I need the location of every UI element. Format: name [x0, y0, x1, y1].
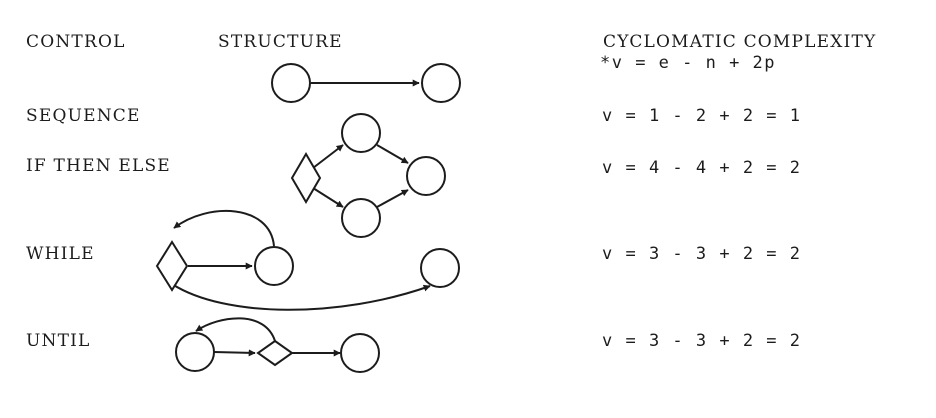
until-label: UNTIL — [26, 331, 91, 351]
sequence-graph — [271, 63, 461, 103]
if-then-else-graph — [290, 113, 446, 238]
if-edge-to-else — [312, 187, 344, 208]
then-edge-to-join — [376, 144, 409, 164]
until-decision-diamond — [256, 339, 294, 367]
if-then-node — [341, 113, 381, 153]
until-formula: v = 3 - 3 + 2 = 2 — [602, 331, 802, 351]
complexity-header: CYCLOMATIC COMPLEXITY — [603, 32, 877, 52]
if-edge-to-then — [312, 144, 344, 169]
while-label: WHILE — [26, 244, 95, 264]
if-else-node — [341, 198, 381, 238]
sequence-formula: v = 1 - 2 + 2 = 1 — [602, 106, 802, 126]
if-then-else-label: IF THEN ELSE — [26, 156, 171, 176]
control-header: CONTROL — [26, 32, 126, 52]
until-graph — [175, 317, 380, 373]
until-body-node — [175, 332, 215, 372]
while-formula: v = 3 - 3 + 2 = 2 — [602, 244, 802, 264]
while-loop-back-edge — [173, 210, 275, 247]
while-exit-edge — [171, 283, 431, 311]
until-loop-back-edge — [195, 317, 276, 342]
structure-header: STRUCTURE — [218, 32, 343, 52]
complexity-formula: *v = e - n + 2p — [600, 53, 777, 73]
if-then-else-formula: v = 4 - 4 + 2 = 2 — [602, 158, 802, 178]
while-graph — [155, 210, 460, 311]
while-decision-diamond — [155, 240, 189, 292]
else-edge-to-join — [376, 189, 409, 208]
until-body-edge — [213, 349, 256, 357]
sequence-label: SEQUENCE — [26, 106, 141, 126]
while-body-node — [254, 246, 294, 286]
until-exit-node — [340, 333, 380, 373]
sequence-node-end — [421, 63, 461, 103]
sequence-node-start — [271, 63, 311, 103]
if-join-node — [406, 156, 446, 196]
if-decision-diamond — [290, 152, 322, 204]
while-exit-node — [420, 248, 460, 288]
